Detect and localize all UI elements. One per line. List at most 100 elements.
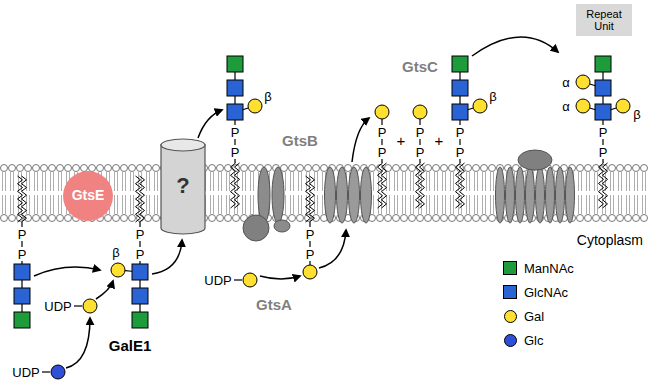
reaction-arrow <box>34 267 100 276</box>
undecaprenyl-chain <box>460 163 465 208</box>
hexnac-square <box>452 104 468 120</box>
glycosidic-bond <box>468 108 474 110</box>
lipid-tail <box>51 172 54 214</box>
lipid-head <box>33 215 40 222</box>
lipid-tail <box>11 172 14 214</box>
undecaprenyl-chain <box>456 163 461 208</box>
glycosidic-bond <box>459 96 460 104</box>
lipid-head <box>121 215 128 222</box>
lipid-linked-glycan <box>14 176 30 328</box>
lipid-head <box>217 165 224 172</box>
phosphate-label: P <box>136 227 145 242</box>
gtsa-helix <box>272 167 284 223</box>
undecaprenyl-chain <box>235 163 240 208</box>
phosphate-label: P <box>416 145 425 160</box>
lipid-head <box>401 215 408 222</box>
lipid-tail <box>411 172 414 214</box>
lipid-head <box>137 165 144 172</box>
lipid-head <box>641 165 648 172</box>
glycosidic-bond <box>590 84 596 86</box>
lipid-head <box>465 165 472 172</box>
glycosidic-bond <box>139 280 140 288</box>
phosphate-label: P <box>18 247 27 262</box>
lipid-head <box>577 215 584 222</box>
lipid-head <box>441 165 448 172</box>
lipid-tail <box>579 172 582 214</box>
legend-text: Gal <box>524 310 544 323</box>
lipid-head <box>81 165 88 172</box>
enzyme-label: GtsA <box>256 296 292 313</box>
lipid-head <box>89 165 96 172</box>
reaction-arrow <box>319 230 346 268</box>
lipid-tail <box>219 172 222 214</box>
lipid-head <box>609 215 616 222</box>
lipid-tail <box>291 172 294 214</box>
lipid-head <box>1 215 8 222</box>
hexose-circle <box>51 365 65 379</box>
glycosidic-bond <box>381 139 382 145</box>
lipid-head <box>473 165 480 172</box>
glycosidic-bond <box>602 120 603 125</box>
glycosidic-bond <box>243 108 249 110</box>
membrane-proteins <box>243 150 575 241</box>
lipid-head <box>217 215 224 222</box>
lipid-head <box>121 165 128 172</box>
lipid-head <box>417 215 424 222</box>
phosphate-label: P <box>599 125 608 140</box>
lipid-head <box>1 165 8 172</box>
reaction-arrows <box>34 37 558 368</box>
lipid-head <box>465 215 472 222</box>
glycosidic-bond <box>139 304 140 312</box>
lipid-head <box>625 215 632 222</box>
lipid-head <box>433 165 440 172</box>
lipid-head <box>401 165 408 172</box>
lipid-head <box>297 165 304 172</box>
lipid-head <box>305 165 312 172</box>
lipid-head <box>105 165 112 172</box>
hexnac-square <box>227 56 243 72</box>
gtsc-domain <box>518 150 552 170</box>
lipid-head <box>9 165 16 172</box>
legend-swatch <box>503 285 517 299</box>
undecaprenyl-chain <box>140 176 145 222</box>
hexose-circle <box>576 99 590 113</box>
lipid-head <box>241 165 248 172</box>
glycosidic-bond <box>459 159 460 163</box>
lipid-head <box>393 215 400 222</box>
lipid-head <box>609 165 616 172</box>
hexnac-square <box>132 288 148 304</box>
undecaprenyl-chain <box>382 163 387 208</box>
lipid-tail <box>299 172 302 214</box>
lipid-head <box>225 165 232 172</box>
gtsc-helix <box>496 167 505 223</box>
lipid-linked-glycan <box>452 56 487 208</box>
lipid-head <box>73 165 80 172</box>
lipid-head <box>249 165 256 172</box>
lipid-head <box>41 215 48 222</box>
lipid-tail <box>251 172 254 214</box>
hexnac-square <box>595 56 611 72</box>
lipid-head <box>65 215 72 222</box>
phosphate-label: P <box>416 125 425 140</box>
hexose-circle <box>375 105 389 119</box>
gtsa-domain <box>274 220 290 232</box>
legend-text: ManNAc <box>524 262 574 275</box>
lipid-tail <box>611 172 614 214</box>
glycosidic-bond <box>21 280 22 288</box>
phosphate-label: P <box>456 125 465 140</box>
lipid-head <box>17 165 24 172</box>
lipid-tail <box>635 172 638 214</box>
linkage-label: β <box>489 89 496 104</box>
undecaprenyl-chain <box>416 163 421 208</box>
lipid-head <box>33 165 40 172</box>
lipid-head <box>481 165 488 172</box>
linkage-label: β <box>264 89 271 104</box>
phosphate-label: P <box>306 247 315 262</box>
glycosidic-bond <box>602 139 603 145</box>
lipid-tail <box>315 172 318 214</box>
lipid-tail <box>243 172 246 214</box>
hexnac-square <box>132 264 148 280</box>
lipid-head <box>481 215 488 222</box>
undecaprenyl-chain <box>231 163 236 208</box>
